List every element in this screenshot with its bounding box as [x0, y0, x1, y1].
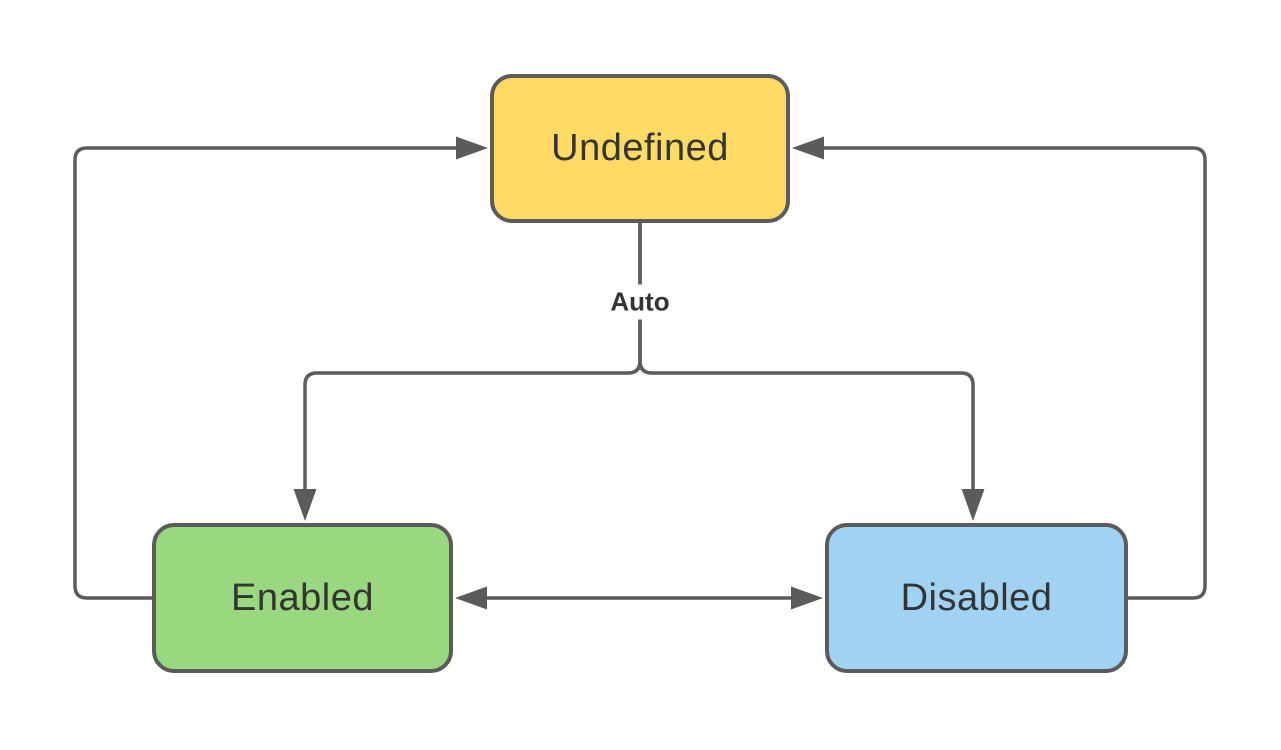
arrowhead-into-disabled-left	[791, 586, 823, 610]
state-node-undefined: Undefined	[490, 74, 790, 223]
edge-disabled-to-undefined	[823, 146, 1207, 600]
edge-undefined-to-enabled	[303, 223, 642, 490]
arrowhead-into-undefined-left	[456, 136, 488, 160]
arrowhead-into-enabled-right	[455, 586, 487, 610]
edge-enabled-to-undefined	[73, 146, 457, 600]
arrowhead-into-undefined-right	[792, 136, 824, 160]
arrowhead-into-disabled-top	[961, 489, 985, 521]
edge-label-auto: Auto	[604, 284, 676, 320]
state-node-enabled: Enabled	[152, 523, 453, 673]
state-node-disabled: Disabled	[825, 523, 1128, 673]
arrowhead-into-enabled-top	[293, 489, 317, 521]
edge-undefined-to-disabled	[638, 223, 975, 490]
